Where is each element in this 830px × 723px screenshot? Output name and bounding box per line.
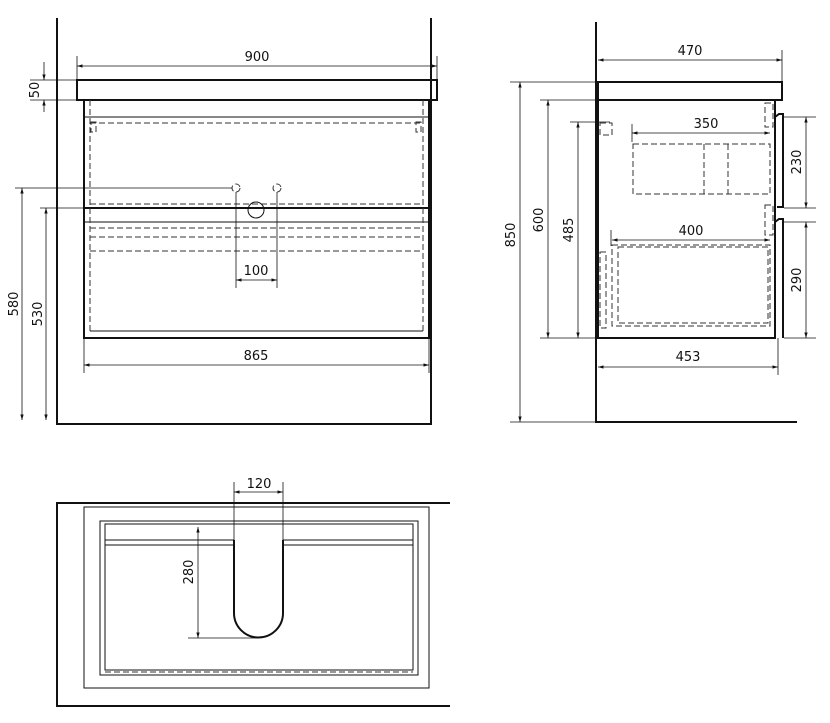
dim-470: 470 (678, 44, 703, 59)
dim-350: 350 (694, 117, 719, 132)
tap-hole-left (231, 183, 241, 193)
dim-230: 230 (790, 150, 805, 175)
lower-drawer (611, 244, 771, 327)
side-view: 470 850 600 485 350 400 453 230 290 (504, 22, 816, 423)
dim-580: 580 (7, 292, 22, 317)
cabinet-top (83, 506, 430, 689)
dim-485: 485 (562, 218, 577, 243)
dim-120: 120 (247, 477, 272, 492)
cabinet-side (597, 99, 776, 339)
dim-865: 865 (244, 349, 269, 364)
cabinet-body (83, 99, 430, 339)
dim-900: 900 (245, 50, 270, 65)
countertop (76, 79, 438, 101)
front-view: 900 50 100 865 580 530 (7, 18, 438, 425)
countertop-side (597, 81, 783, 101)
dim-100: 100 (244, 264, 269, 279)
top-outline (56, 502, 450, 707)
dim-400: 400 (679, 224, 704, 239)
dim-850: 850 (504, 223, 519, 248)
dim-530: 530 (31, 302, 46, 327)
dim-600: 600 (532, 208, 547, 233)
bracket-right (415, 121, 422, 133)
top-view: 120 280 (56, 477, 450, 707)
wall-bracket (599, 122, 613, 136)
drain-hole (247, 201, 265, 219)
upper-drawer (632, 143, 771, 195)
dim-453: 453 (676, 350, 701, 365)
dim-290: 290 (790, 268, 805, 293)
wall-outline (56, 18, 432, 425)
dim-50: 50 (28, 82, 43, 99)
tap-hole-right (272, 183, 282, 193)
bracket-left (90, 121, 97, 133)
dim-280: 280 (182, 560, 197, 585)
siphon-cutout (233, 540, 284, 639)
drawer-fronts (774, 113, 784, 338)
